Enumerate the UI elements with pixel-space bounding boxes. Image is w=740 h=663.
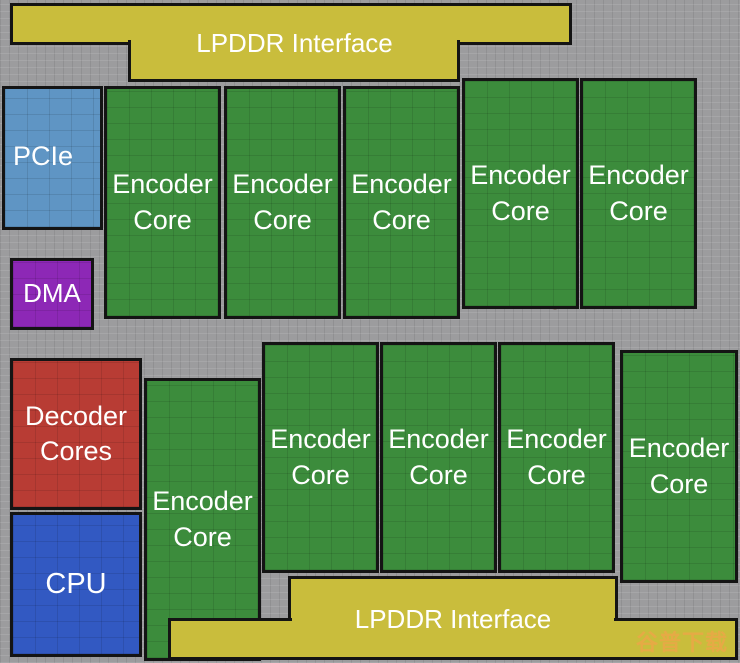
pcie-block: PCIe — [2, 86, 103, 230]
encoder-core-6: Encoder Core — [144, 378, 261, 661]
encoder-core-7: Encoder Core — [262, 342, 379, 573]
encoder-core-10: Encoder Core — [620, 350, 738, 583]
encoder-core-9: Encoder Core — [498, 342, 615, 573]
encoder-core-4: Encoder Core — [462, 78, 579, 309]
decoder-cores-block: Decoder Cores — [10, 358, 142, 510]
encoder-core-3: Encoder Core — [343, 86, 460, 319]
encoder-core-5: Encoder Core — [580, 78, 697, 309]
lpddr-interface-bottom: LPDDR Interface — [292, 598, 614, 642]
watermark-logo: 谷普下载 — [635, 631, 728, 656]
encoder-core-2: Encoder Core — [224, 86, 341, 319]
encoder-core-1: Encoder Core — [104, 86, 221, 319]
cpu-block: CPU — [10, 512, 142, 657]
dma-block: DMA — [10, 258, 94, 330]
lpddr-interface-top: LPDDR Interface — [132, 22, 457, 66]
encoder-core-8: Encoder Core — [380, 342, 497, 573]
